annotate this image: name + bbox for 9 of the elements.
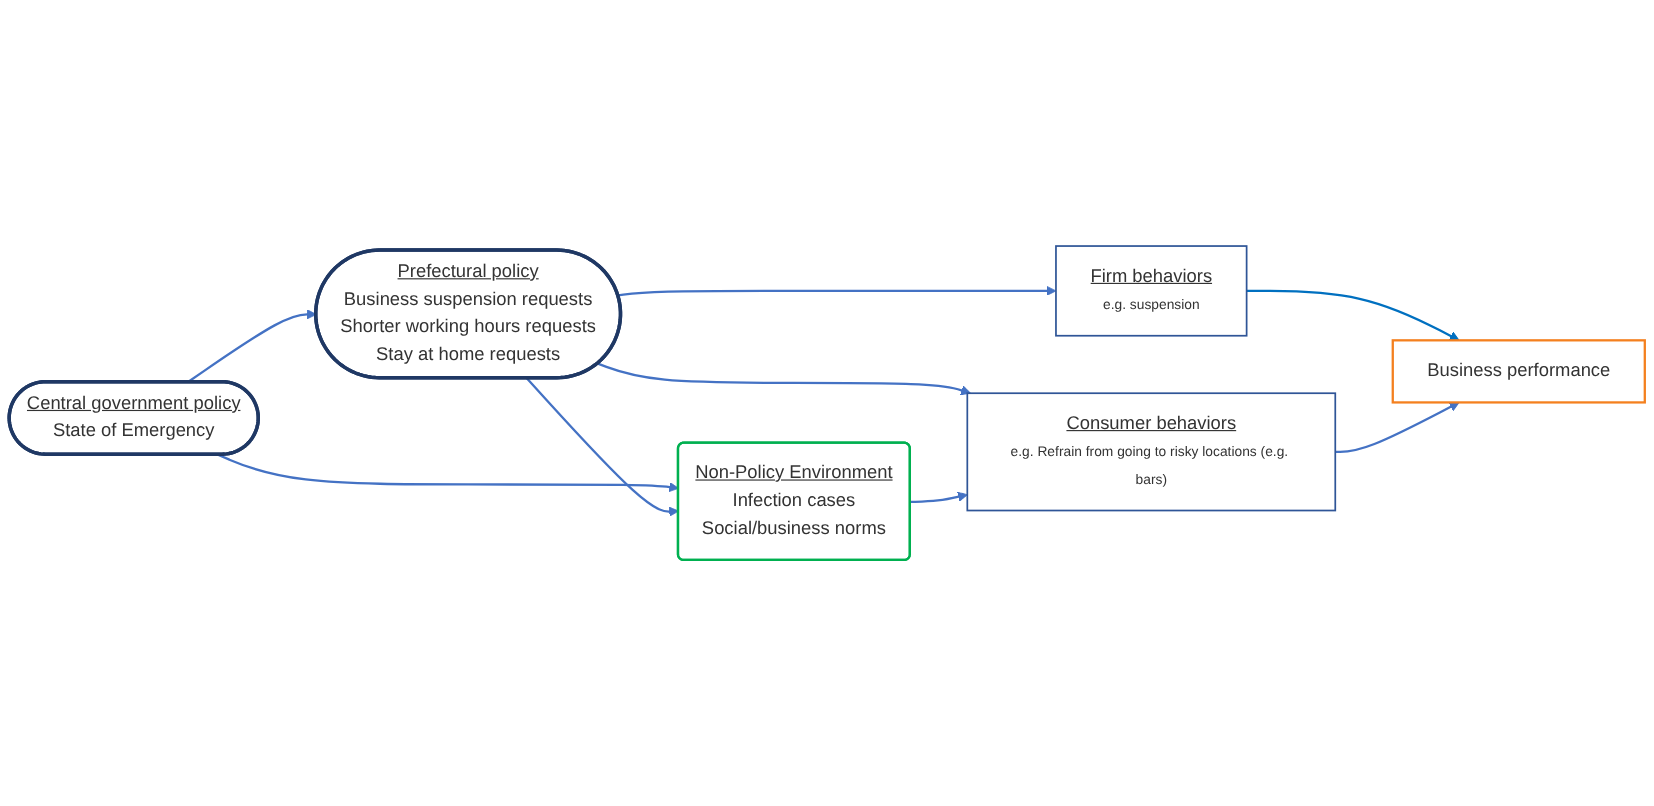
arrow <box>187 309 317 384</box>
arrow <box>525 377 679 517</box>
arrow <box>217 453 679 493</box>
arrow <box>1335 401 1460 453</box>
node-box: Business performance <box>1391 339 1646 404</box>
arrow <box>597 362 971 396</box>
arrow <box>618 285 1057 297</box>
arrow <box>1246 289 1460 341</box>
arrow <box>910 491 968 504</box>
